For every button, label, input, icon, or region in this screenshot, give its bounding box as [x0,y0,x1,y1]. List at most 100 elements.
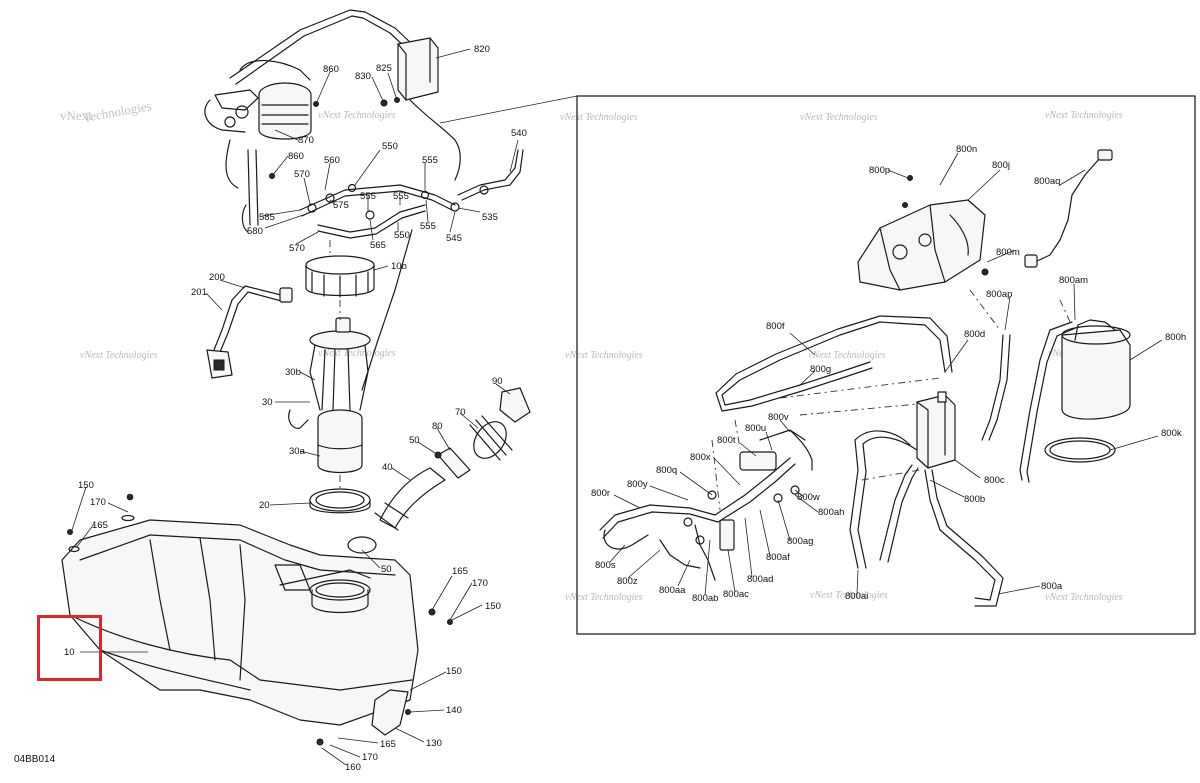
part-label: 70 [455,407,466,418]
part-label: 150 [485,601,501,612]
part-label: 800ap [986,289,1012,300]
part-label: 170 [472,578,488,589]
part-label: 800f [766,321,785,332]
watermark: vNext Technologies [808,350,886,361]
fuel-pump-module [288,240,375,514]
part-label: 800n [956,144,977,155]
diagram-code: 04BB014 [14,754,56,765]
part-label: 800x [690,452,711,463]
watermark: vNext Technologies [1045,110,1123,121]
filler-neck-assembly [347,387,531,554]
part-label: 150 [78,480,94,491]
part-label: 50 [381,564,392,575]
vent-hose [206,285,293,379]
part-label: 860 [288,151,304,162]
part-label: 800g [810,364,831,375]
watermark: vNext Technologies [565,592,643,603]
part-label: 535 [482,212,498,223]
part-label: 800q [656,465,677,476]
part-label: 10 [64,647,75,658]
part-label: 160 [345,762,361,773]
part-label: 860 [323,64,339,75]
part-label: 800j [992,160,1010,171]
watermark: vNext Technologies [800,112,878,123]
part-label: 50 [409,435,420,446]
part-label: 565 [370,240,386,251]
part-label: 800b [964,494,985,505]
part-label: 150 [446,666,462,677]
part-label: 200 [209,272,225,283]
part-label: 555 [422,155,438,166]
watermark: vNext [60,108,92,123]
part-label: 800t [717,435,736,446]
part-label: 800a [1041,581,1063,592]
part-label: 800v [768,412,789,423]
part-label: 870 [298,135,314,146]
part-label: 800y [627,479,648,490]
part-label: 130 [426,738,442,749]
highlighted-part-box [37,615,102,681]
part-label: 800w [797,492,820,503]
watermark: vNext Technologies [80,350,158,361]
part-label: 800ah [818,507,844,518]
part-label: 800ab [692,593,718,604]
part-label: 30b [285,367,301,378]
watermark: Technologies [82,98,153,125]
watermark: vNext Technologies [1045,592,1123,603]
part-label: 90 [492,376,503,387]
part-label: 825 [376,63,392,74]
part-label: 800af [766,552,790,563]
part-label: 550 [382,141,398,152]
part-label: 800s [595,560,616,571]
part-label: 80 [432,421,443,432]
part-label: 20 [259,500,270,511]
part-label: 800r [591,488,610,499]
leader-lines [71,48,1163,766]
part-label: 800k [1161,428,1182,439]
part-label: 800p [869,165,890,176]
part-label: 550 [394,230,410,241]
part-label: 170 [362,752,378,763]
part-label: 540 [511,128,527,139]
detail-callout-line [439,95,578,124]
watermark: vNext Technologies [318,110,396,121]
part-label: 800h [1165,332,1186,343]
watermark: vNext Technologies [810,590,888,601]
part-label: 800d [964,329,985,340]
detail-frame [576,95,1196,635]
part-label: 10b [391,261,407,272]
part-label: 140 [446,705,462,716]
part-label: 800ag [787,536,813,547]
part-label: 800aa [659,585,686,596]
part-label: 800ad [747,574,773,585]
part-label: 560 [324,155,340,166]
part-label: 800c [984,475,1005,486]
part-label: 570 [294,169,310,180]
part-label: 555 [393,191,409,202]
part-label: 800ai [845,591,868,602]
part-labels: 820 860 830 825 870 860 560 550 555 540 … [64,44,1186,773]
part-label: 545 [446,233,462,244]
fuel-hose-group [241,149,524,391]
watermark: vNext Technologies [318,348,396,359]
fuel-pump-regulator-assembly [204,9,461,226]
part-label: 575 [333,200,349,211]
part-label: 580 [247,226,263,237]
part-label: 800u [745,423,766,434]
detail-view-parts [599,149,1131,607]
part-label: 40 [382,462,393,473]
part-label: 800ac [723,589,749,600]
part-label: 800am [1059,275,1088,286]
fuel-tank [61,493,453,746]
part-label: 800aq [1034,176,1060,187]
part-label: 800m [996,247,1020,258]
part-label: 820 [474,44,490,55]
part-label: 30a [289,446,306,457]
part-label: 585 [259,212,275,223]
part-label: 800z [617,576,638,587]
part-label: 30 [262,397,273,408]
part-label: 165 [380,739,396,750]
part-label: 830 [355,71,371,82]
